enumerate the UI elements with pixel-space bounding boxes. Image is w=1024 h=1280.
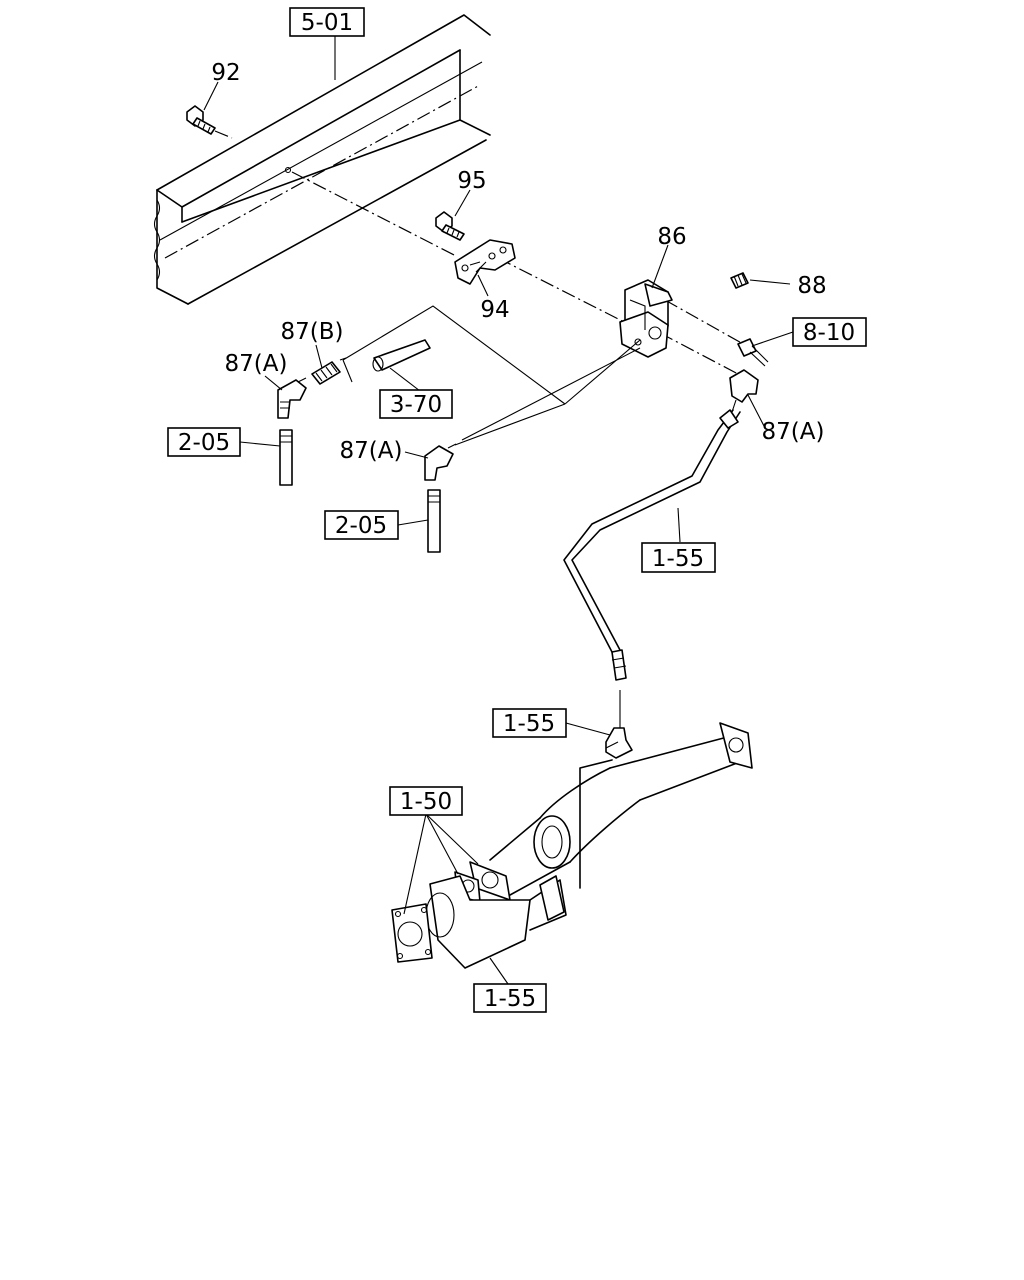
svg-text:8-10: 8-10 bbox=[803, 320, 855, 346]
svg-text:1-55: 1-55 bbox=[503, 711, 555, 737]
svg-text:2-05: 2-05 bbox=[178, 430, 230, 456]
svg-text:2-05: 2-05 bbox=[335, 513, 387, 539]
svg-text:1-55: 1-55 bbox=[652, 546, 704, 572]
tee-fitting bbox=[605, 727, 633, 759]
harness-plug bbox=[737, 338, 769, 367]
callout-1-50: 1-50 bbox=[389, 786, 463, 816]
pipe-3-70 bbox=[372, 339, 431, 372]
bolt-95 bbox=[435, 211, 465, 241]
callout-2-05-bottom: 2-05 bbox=[324, 510, 399, 540]
callout-5-01: 5-01 bbox=[289, 7, 365, 37]
label-92: 92 bbox=[211, 60, 240, 86]
fitting-87b bbox=[311, 357, 347, 385]
bracket-94 bbox=[454, 239, 516, 285]
svg-text:1-55: 1-55 bbox=[484, 986, 536, 1012]
elbow-fitting-87a-left bbox=[277, 377, 307, 419]
elbow-fitting-87a-mid bbox=[424, 443, 457, 481]
frame-rail bbox=[153, 14, 491, 305]
callout-2-05-top: 2-05 bbox=[167, 427, 241, 457]
label-87a-left: 87(A) bbox=[225, 351, 288, 377]
plug-88 bbox=[730, 272, 749, 289]
callout-3-70: 3-70 bbox=[379, 389, 453, 419]
label-87b: 87(B) bbox=[281, 319, 344, 345]
label-94: 94 bbox=[480, 297, 509, 323]
label-87a-right: 87(A) bbox=[762, 419, 825, 445]
svg-text:3-70: 3-70 bbox=[390, 392, 442, 418]
exhaust-pipe bbox=[391, 722, 753, 969]
callout-1-55-tee: 1-55 bbox=[492, 708, 567, 738]
svg-text:5-01: 5-01 bbox=[301, 10, 353, 36]
hose-2-05-top bbox=[279, 429, 293, 486]
label-88: 88 bbox=[797, 273, 826, 299]
svg-text:1-50: 1-50 bbox=[400, 789, 452, 815]
bolt-92 bbox=[186, 105, 233, 139]
callout-1-55-pipe: 1-55 bbox=[641, 542, 716, 573]
leader-lines bbox=[203, 36, 794, 985]
label-87a-mid: 87(A) bbox=[340, 438, 403, 464]
callout-8-10: 8-10 bbox=[792, 317, 867, 347]
callout-1-55-bottom: 1-55 bbox=[473, 983, 547, 1013]
hose-2-05-bottom bbox=[427, 489, 441, 553]
pipe-1-55 bbox=[563, 409, 741, 681]
solenoid-valve-86 bbox=[619, 279, 673, 358]
label-86: 86 bbox=[657, 224, 686, 250]
label-95: 95 bbox=[457, 168, 486, 194]
